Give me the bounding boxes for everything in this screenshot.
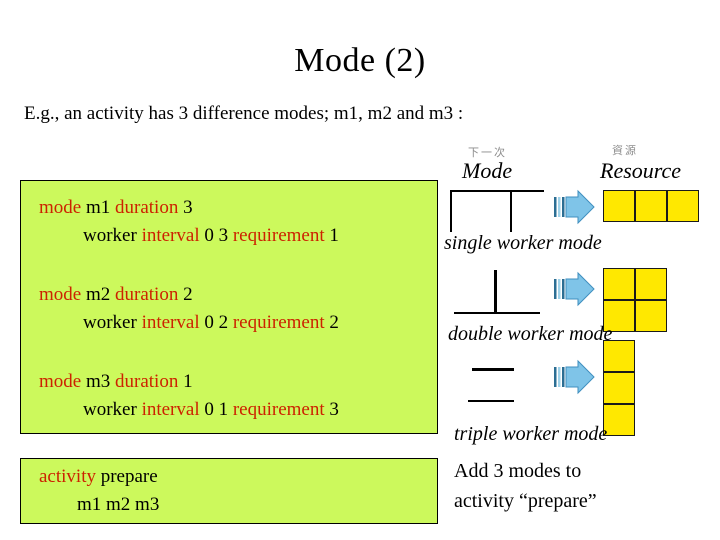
code-keyword: requirement [232, 312, 325, 333]
code-text: 0 3 [199, 225, 233, 246]
caption-double-worker-mode: double worker mode [448, 323, 613, 345]
resource-column-header: Resource [600, 158, 682, 183]
code-keyword: mode [39, 197, 82, 218]
mode-column-header: Mode [462, 158, 513, 183]
code-text: prepare [95, 466, 158, 487]
code-line-mode-m1-decl: mode m1 duration 3 [39, 197, 193, 219]
resource-cjk-label: 資源 [612, 144, 638, 157]
arrow-icon-triple [552, 358, 596, 396]
code-text: 1 [324, 225, 339, 246]
code-text: 1 [178, 371, 193, 392]
code-line-mode-m1-worker: worker interval 0 3 requirement 1 [83, 225, 339, 247]
code-keyword: interval [141, 312, 200, 333]
code-line-mode-m2-worker: worker interval 0 2 requirement 2 [83, 312, 339, 334]
mode-cjk-label: 下一次 [468, 146, 507, 159]
resource-cell [603, 300, 635, 332]
code-box-activity: activity prepare m1 m2 m3 [20, 458, 438, 524]
code-keyword: requirement [232, 399, 325, 420]
code-text: 0 1 [199, 399, 233, 420]
arrow-icon-double [552, 270, 596, 308]
resource-cell [635, 268, 667, 300]
resource-cell [603, 404, 635, 436]
code-text: 0 2 [199, 312, 233, 333]
note-line-1: Add 3 modes to [454, 460, 582, 482]
code-text: 2 [324, 312, 339, 333]
code-keyword: mode [39, 284, 82, 305]
caption-single-worker-mode: single worker mode [444, 232, 602, 254]
code-text: 2 [178, 284, 193, 305]
mode-sketch-double [450, 270, 546, 316]
resource-cell [635, 190, 667, 222]
resource-cell [603, 268, 635, 300]
code-keyword: interval [141, 225, 200, 246]
code-line-mode-m3-decl: mode m3 duration 1 [39, 371, 193, 393]
code-line-mode-m3-worker: worker interval 0 1 requirement 3 [83, 399, 339, 421]
code-text: 3 [178, 197, 193, 218]
resource-cell [667, 190, 699, 222]
code-keyword: activity [39, 466, 96, 487]
arrow-icon-single [552, 188, 596, 226]
note-line-2: activity “prepare” [454, 490, 597, 512]
code-text: m1 m2 m3 [77, 494, 160, 515]
subtitle-text: E.g., an activity has 3 difference modes… [24, 103, 464, 124]
code-text: m3 [81, 371, 115, 392]
mode-sketch-triple [450, 362, 546, 406]
code-text: m2 [81, 284, 115, 305]
code-line-activity-modes: m1 m2 m3 [77, 494, 159, 516]
resource-cell [603, 190, 635, 222]
code-line-activity-decl: activity prepare [39, 466, 158, 488]
code-keyword: duration [115, 284, 179, 305]
resource-cell [635, 300, 667, 332]
resource-cell [603, 340, 635, 372]
code-text: 3 [324, 399, 339, 420]
code-text: m1 [81, 197, 115, 218]
page-title: Mode (2) [294, 42, 426, 79]
code-keyword: requirement [232, 225, 325, 246]
code-box-modes: mode m1 duration 3 worker interval 0 3 r… [20, 180, 438, 434]
diagram-panel: 下一次 Mode 資源 Resource single worker mode [440, 140, 720, 540]
code-text: worker [83, 399, 142, 420]
code-keyword: mode [39, 371, 82, 392]
code-keyword: duration [115, 197, 179, 218]
code-keyword: duration [115, 371, 179, 392]
resource-cell [603, 372, 635, 404]
mode-sketch-single [450, 190, 546, 234]
code-text: worker [83, 312, 142, 333]
code-line-mode-m2-decl: mode m2 duration 2 [39, 284, 193, 306]
code-text: worker [83, 225, 142, 246]
caption-triple-worker-mode: triple worker mode [454, 423, 608, 445]
code-keyword: interval [141, 399, 200, 420]
